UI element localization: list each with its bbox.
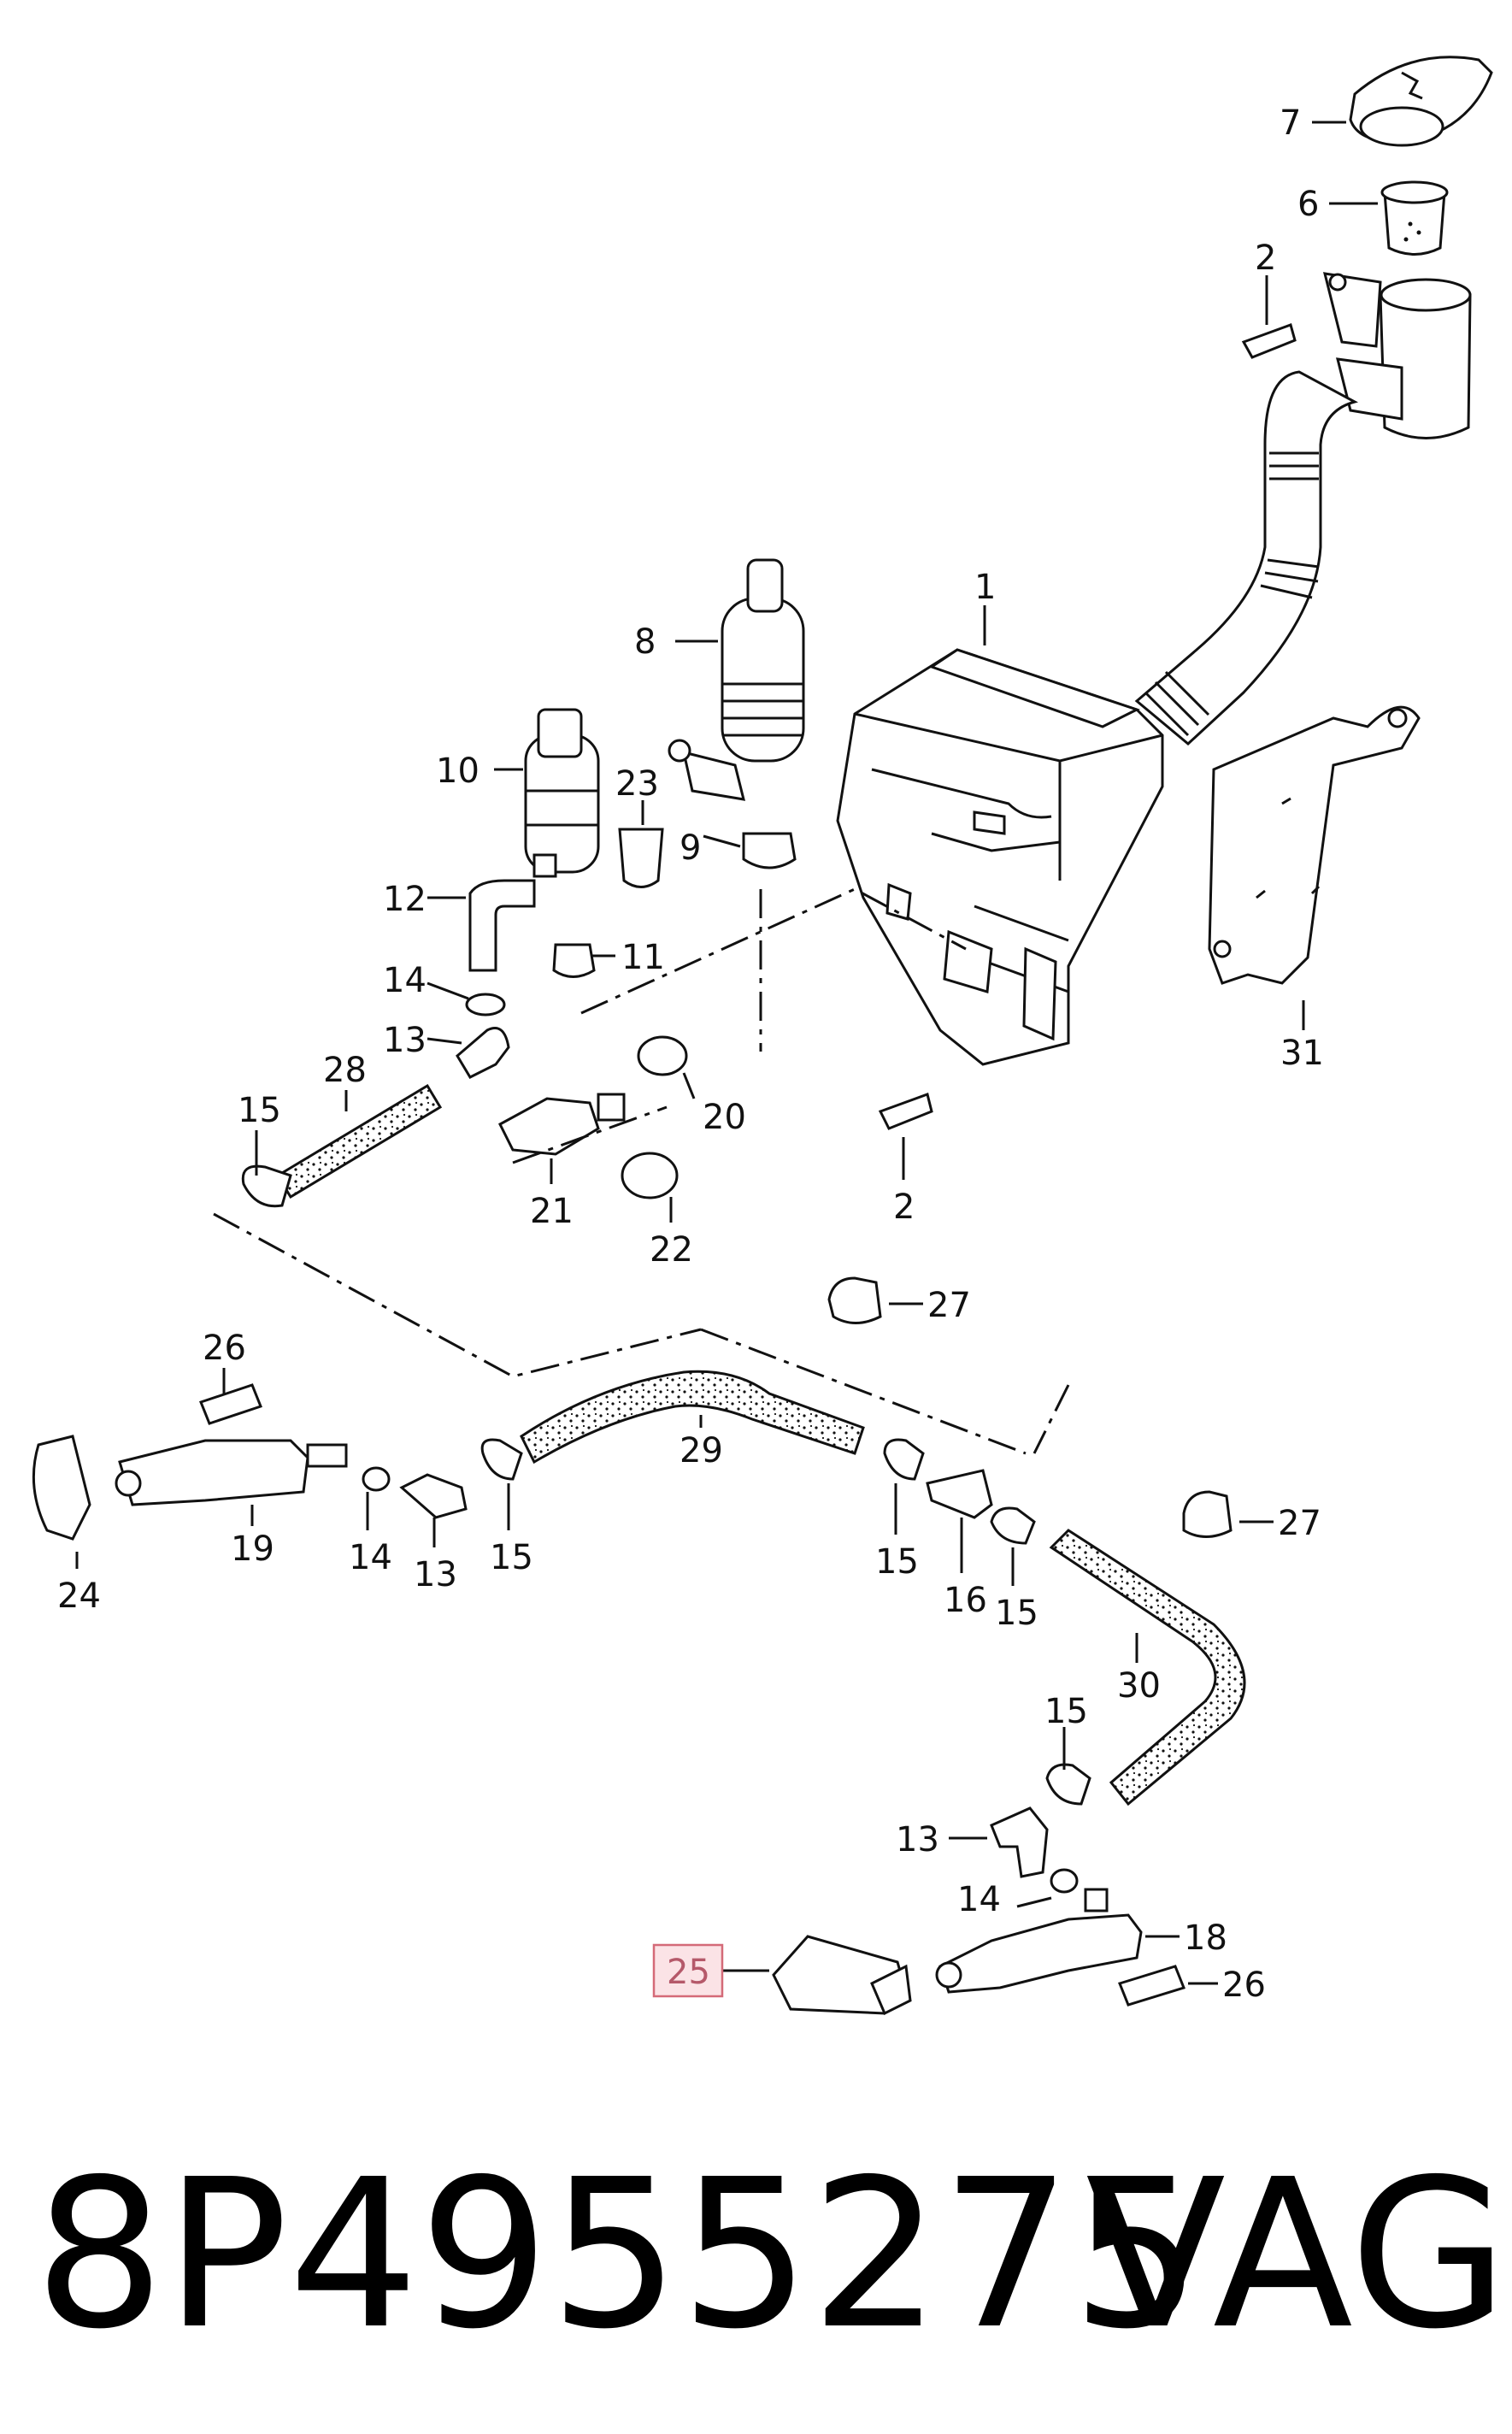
clip-15-upper (241, 1164, 292, 1208)
elbow-13-lower (990, 1806, 1049, 1878)
elbow-13-upper (456, 1027, 510, 1079)
nozzle-cover-25-clip (870, 1964, 912, 2016)
bolt-2-upper (1241, 323, 1297, 359)
grommet-22 (621, 1152, 679, 1199)
callout-10: 10 (436, 751, 479, 791)
bolt-2-lower (878, 1093, 933, 1130)
elbow-12 (468, 879, 536, 972)
clip-27-lower (1182, 1490, 1233, 1538)
washer-pump-10 (524, 708, 600, 878)
washer-nozzle-19 (115, 1439, 348, 1506)
assembly-guide-lines (213, 887, 1070, 1455)
callout-12: 12 (383, 880, 427, 919)
bolt-26-lower (1118, 1965, 1185, 2007)
callout-27-upper: 27 (927, 1286, 971, 1325)
callout-20: 20 (703, 1098, 746, 1137)
callout-8: 8 (634, 622, 656, 662)
ring-20 (637, 1035, 688, 1076)
filler-cap (1349, 56, 1493, 147)
mounting-bracket (1208, 705, 1421, 985)
callout-15-right: 15 (995, 1594, 1038, 1633)
callout-30: 30 (1117, 1666, 1161, 1706)
elbow-13-left (399, 1473, 468, 1519)
clip-15-left (480, 1438, 523, 1481)
callout-29: 29 (680, 1431, 723, 1470)
bolt-26-upper (199, 1383, 262, 1425)
grommet-9 (742, 832, 797, 869)
callout-27-lower: 27 (1278, 1504, 1321, 1543)
clip-15-mid (883, 1438, 925, 1481)
callout-2-lower: 2 (893, 1188, 915, 1227)
connector-16 (926, 1469, 993, 1519)
washer-pump-8 (668, 558, 805, 801)
callout-11: 11 (621, 938, 665, 977)
callout-15-mid: 15 (875, 1542, 919, 1582)
filler-neck (1134, 272, 1472, 746)
callout-31: 31 (1280, 1034, 1324, 1073)
callout-15-left: 15 (490, 1538, 533, 1577)
washer-fluid-reservoir (836, 648, 1164, 1066)
clip-15-right (990, 1506, 1036, 1545)
callout-6: 6 (1297, 185, 1319, 224)
part-number: 8P4955275 (34, 2135, 1202, 2374)
callout-26-lower: 26 (1222, 1965, 1266, 2005)
callout-22: 22 (650, 1230, 693, 1270)
callout-23: 23 (615, 764, 659, 804)
callout-15-lower: 15 (1044, 1692, 1088, 1731)
callout-25-highlight (652, 1943, 724, 1998)
callout-16: 16 (944, 1581, 987, 1620)
callout-14-lower: 14 (957, 1880, 1001, 1919)
callout-labels: 7 6 2 1 8 9 10 23 11 12 14 13 28 15 20 2… (57, 103, 1324, 2005)
hose-30 (1049, 1529, 1246, 1806)
callout-9: 9 (680, 828, 701, 868)
callout-24: 24 (57, 1577, 101, 1616)
hose-28 (275, 1083, 443, 1199)
callout-19: 19 (231, 1529, 274, 1569)
callout-13-upper: 13 (383, 1021, 427, 1060)
callout-7: 7 (1280, 103, 1301, 143)
callout-18: 18 (1184, 1918, 1227, 1958)
callout-21: 21 (530, 1192, 574, 1231)
callout-15-upper: 15 (238, 1091, 281, 1130)
callout-2-upper: 2 (1255, 239, 1276, 278)
plug-23 (618, 828, 664, 888)
callout-13-lower: 13 (896, 1820, 939, 1859)
o-ring-14-lower (1050, 1868, 1079, 1894)
callout-25: 25 (667, 1953, 710, 1992)
callout-14-left: 14 (349, 1538, 392, 1577)
callout-1: 1 (974, 568, 996, 607)
strainer (1380, 180, 1449, 256)
grommet-11 (552, 943, 596, 978)
callout-14-upper: 14 (383, 961, 427, 1000)
callout-26-upper: 26 (203, 1329, 246, 1368)
nozzle-cap-24 (32, 1435, 91, 1541)
callout-28: 28 (323, 1051, 367, 1090)
hose-29 (520, 1370, 865, 1465)
clip-27-upper (827, 1276, 882, 1324)
leader-lines (75, 121, 1378, 1985)
brand-name: VAG (1085, 2135, 1509, 2374)
clip-15-lower (1045, 1763, 1091, 1806)
o-ring-14-left (362, 1466, 391, 1492)
callout-13-left: 13 (414, 1555, 457, 1594)
washer-nozzle-18 (935, 1888, 1143, 1994)
o-ring-14-upper (465, 993, 506, 1017)
